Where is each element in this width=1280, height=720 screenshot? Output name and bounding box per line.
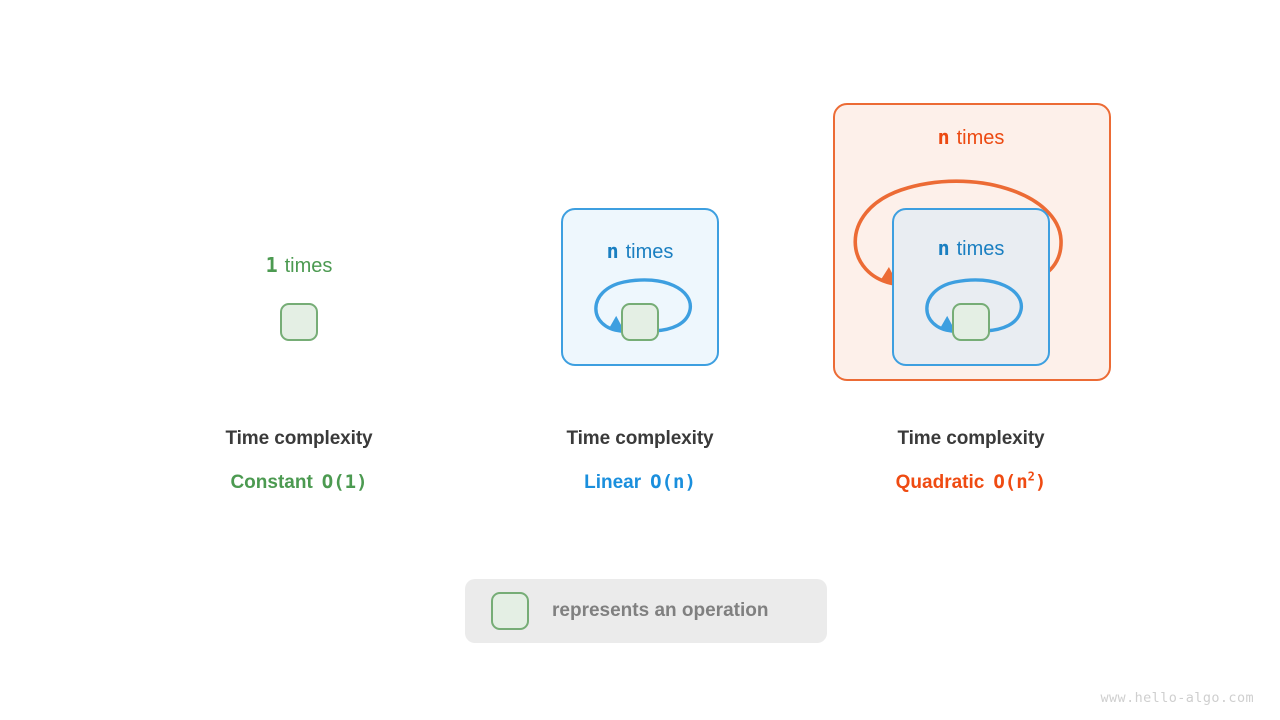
operation-box	[280, 303, 318, 341]
complexity-title-linear: Time complexity	[566, 428, 714, 449]
complexity-column-constant: 1 times Time complexity Constant O(1)	[119, 0, 479, 720]
big-o-exponent: 2	[1027, 469, 1035, 484]
iteration-count-word: times	[956, 127, 1005, 149]
complexity-title-quadratic: Time complexity	[897, 428, 1045, 449]
big-o-base: O(n	[993, 471, 1028, 493]
iteration-count-symbol: n	[937, 125, 950, 149]
iteration-count-symbol: n	[606, 239, 619, 263]
legend: represents an operation	[465, 579, 827, 643]
iteration-count-symbol: 1	[265, 253, 278, 277]
iteration-count-symbol: n	[937, 236, 950, 260]
iteration-count-word: times	[284, 255, 333, 277]
big-o-notation: O(n)	[650, 471, 696, 493]
complexity-name: Quadratic	[895, 472, 985, 493]
operation-box	[952, 303, 990, 341]
complexity-name: Constant	[230, 472, 313, 493]
loop-panel-linear	[561, 208, 719, 366]
complexity-value-quadratic: Quadratic O(n2)	[791, 471, 1151, 493]
loop-panel-inner-quadratic	[892, 208, 1050, 366]
complexity-name: Linear	[584, 472, 642, 493]
iteration-count-word: times	[956, 238, 1005, 260]
watermark: www.hello-algo.com	[1100, 690, 1254, 706]
iteration-count-label-constant: 1 times	[119, 255, 479, 276]
complexity-value-constant: Constant O(1)	[119, 471, 479, 493]
complexity-value-linear: Linear O(n)	[460, 471, 820, 493]
iteration-count-word: times	[625, 241, 674, 263]
operation-swatch-icon	[491, 592, 529, 630]
operation-box	[621, 303, 659, 341]
complexity-title-constant: Time complexity	[225, 428, 373, 449]
legend-label: represents an operation	[552, 600, 769, 621]
big-o-close: )	[1034, 471, 1047, 493]
big-o-notation: O(1)	[321, 471, 368, 493]
big-o-notation: O(n2)	[993, 471, 1046, 493]
